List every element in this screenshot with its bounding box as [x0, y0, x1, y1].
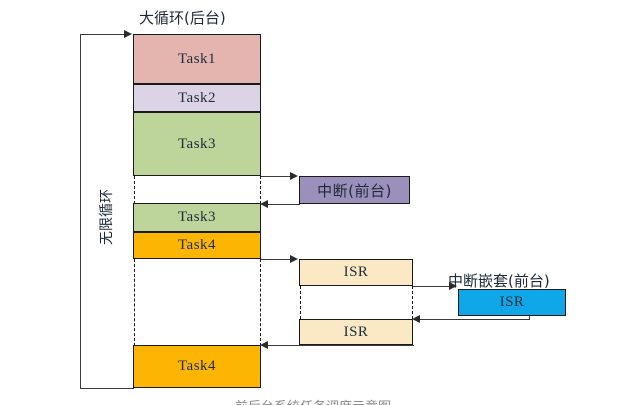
interrupt-return-line	[268, 204, 300, 205]
task-box-task4-second: Task4	[133, 345, 261, 388]
suspend-dash-left-lower	[134, 259, 135, 346]
nested-interrupt-title: 中断嵌套(前台)	[448, 272, 550, 290]
nested-enter-line	[413, 286, 450, 287]
loop-left-segment	[80, 34, 81, 389]
interrupt-foreground-box: 中断(前台)	[299, 176, 410, 204]
loop-bottom-segment	[80, 388, 134, 389]
isr-enter-line	[261, 259, 291, 260]
task-box-label: Task3	[177, 135, 217, 152]
isr-box-upper: ISR	[299, 259, 413, 286]
task-box-label: Task1	[177, 50, 217, 67]
task-box-task3-second: Task3	[133, 203, 261, 232]
task-box-task4-first: Task4	[133, 232, 261, 259]
loop-top-segment	[80, 34, 125, 35]
task-box-task3-first: Task3	[133, 112, 261, 176]
isr-return-to-task-line	[268, 345, 414, 346]
nested-return-riser	[529, 316, 530, 320]
task-box-label: Task3	[177, 209, 217, 225]
isr-box-label: ISR	[343, 323, 369, 340]
nested-isr-label: ISR	[499, 294, 525, 310]
infinite-loop-label: 无限循环	[99, 189, 115, 245]
task-box-label: Task2	[177, 89, 217, 106]
interrupt-foreground-label: 中断(前台)	[317, 181, 392, 200]
task-box-label: Task4	[177, 358, 217, 374]
isr-suspend-dash-right	[412, 286, 413, 319]
interrupt-return-arrowhead	[260, 200, 268, 208]
background-loop-title: 大循环(后台)	[139, 9, 226, 27]
nested-isr-box: ISR	[458, 289, 566, 316]
suspend-dash-right-lower	[260, 259, 261, 346]
loop-top-arrowhead	[124, 30, 132, 38]
isr-return-to-task-arrowhead	[260, 341, 268, 349]
task-box-task2: Task2	[133, 84, 261, 112]
interrupt-enter-arrowhead	[290, 172, 298, 180]
nested-enter-arrowhead	[449, 282, 457, 290]
task-box-label: Task4	[177, 237, 217, 253]
nested-return-line	[420, 319, 530, 320]
suspend-dash-left-upper	[134, 176, 135, 204]
interrupt-enter-line	[261, 176, 291, 177]
isr-enter-arrowhead	[290, 255, 298, 263]
suspend-dash-right-upper	[260, 176, 261, 204]
task-box-task1: Task1	[133, 34, 261, 84]
isr-box-lower: ISR	[299, 319, 413, 345]
isr-suspend-dash-left	[300, 286, 301, 319]
isr-box-label: ISR	[343, 264, 369, 280]
footer-caption: 前后台系统任务调度示意图	[235, 396, 425, 405]
nested-return-arrowhead	[412, 315, 420, 323]
